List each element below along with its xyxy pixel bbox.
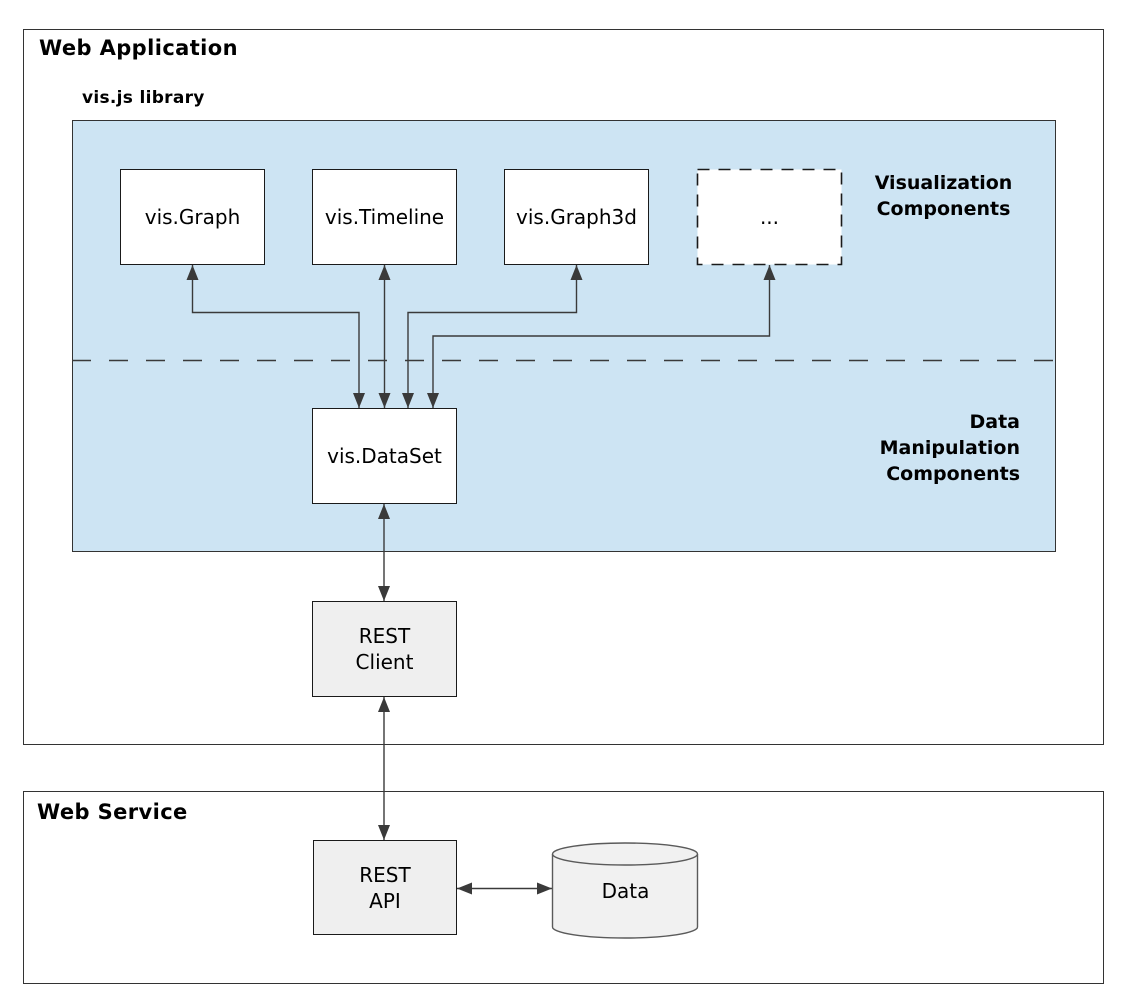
box-vis-graph3d: vis.Graph3d [504,169,649,265]
box-vis-graph3d-label: vis.Graph3d [516,205,637,229]
box-rest-client: REST Client [312,601,457,697]
data-manipulation-label-line2: Manipulation [879,437,1020,459]
box-vis-dataset-label: vis.DataSet [327,444,442,468]
box-vis-timeline: vis.Timeline [312,169,457,265]
data-manipulation-label-line1: Data [969,411,1021,433]
visjs-library-label: vis.js library [82,88,205,108]
box-rest-client-label-line1: REST [358,624,411,648]
visualization-components-label: Visualization Components [846,170,1041,222]
web-service-container: Web Service [23,791,1104,984]
box-rest-api: REST API [313,840,457,935]
box-rest-api-label-line1: REST [359,862,411,887]
visualization-components-label-line1: Visualization [874,172,1013,194]
box-vis-timeline-label: vis.Timeline [324,205,445,229]
box-more-components: ... [697,169,842,265]
box-vis-dataset: vis.DataSet [312,408,457,504]
data-store-label: Data [601,878,650,903]
web-application-container: Web Application [23,29,1104,745]
box-rest-api-label-line2: API [369,888,401,913]
web-service-title: Web Service [37,800,188,824]
data-manipulation-components-label: Data Manipulation Components [800,409,1020,487]
visualization-components-label-line2: Components [876,198,1011,220]
box-vis-graph: vis.Graph [120,169,265,265]
data-manipulation-label-line3: Components [886,463,1020,485]
box-rest-client-label-line2: Client [355,650,414,674]
web-application-title: Web Application [39,36,238,60]
box-vis-graph-label: vis.Graph [144,205,241,229]
box-more-components-label: ... [759,205,780,229]
